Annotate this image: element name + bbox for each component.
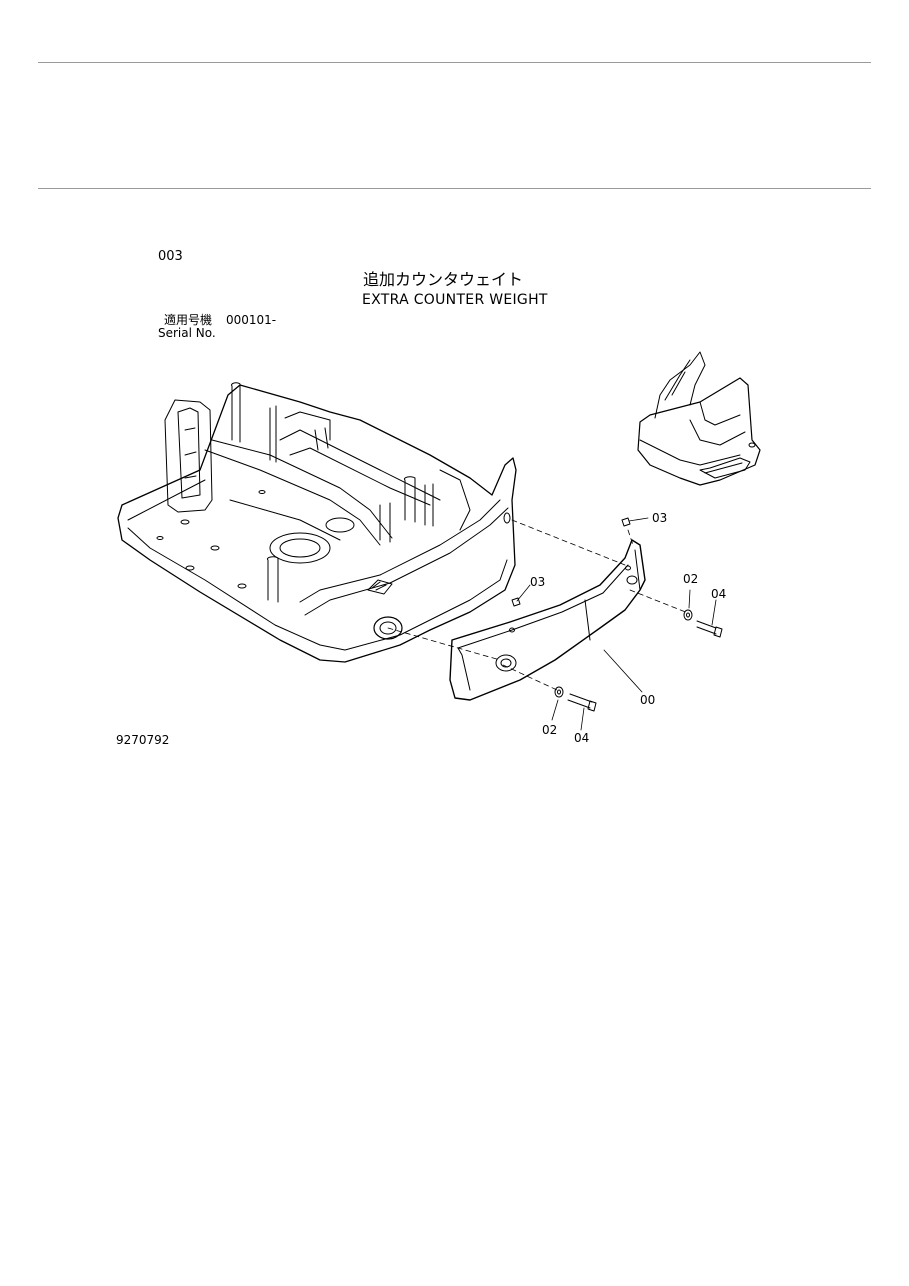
assembly-guide-lines bbox=[387, 519, 689, 691]
extra-counter-weight-drawing bbox=[449, 539, 646, 701]
header-bottom-rule bbox=[38, 188, 871, 189]
section-code: 003 bbox=[158, 249, 183, 264]
revolving-frame-drawing bbox=[117, 382, 517, 663]
top-rule bbox=[38, 62, 871, 63]
fasteners-drawing bbox=[511, 517, 723, 712]
applicability-label-jp: 適用号機 bbox=[164, 313, 213, 327]
callout-bolt-right: 04 bbox=[711, 587, 726, 601]
callout-counterweight-body: 00 bbox=[640, 693, 655, 707]
figure-number: 9270792 bbox=[116, 733, 170, 747]
title-japanese: 追加カウンタウェイト bbox=[363, 270, 524, 289]
title-english: EXTRA COUNTER WEIGHT bbox=[362, 292, 548, 308]
serial-range: 000101- bbox=[226, 313, 277, 327]
callout-plug-middle: 03 bbox=[530, 575, 545, 589]
callout-plug-top: 03 bbox=[652, 511, 667, 525]
callout-washer-right: 02 bbox=[683, 572, 698, 586]
callout-washer-left: 02 bbox=[542, 723, 557, 737]
callout-bolt-left: 04 bbox=[574, 731, 589, 745]
applicability-label-en: Serial No. bbox=[158, 326, 216, 340]
machine-locator-view bbox=[637, 351, 761, 486]
callout-leaders bbox=[516, 517, 717, 731]
